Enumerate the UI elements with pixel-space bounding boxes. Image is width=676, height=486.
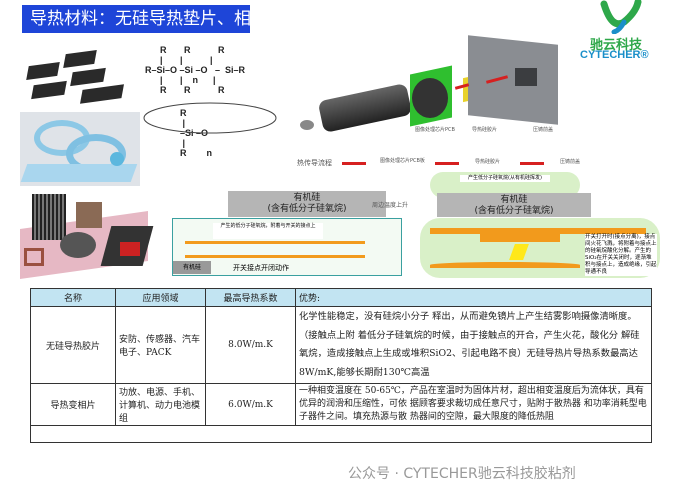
- caption: 开关接点开闭动作: [233, 264, 289, 272]
- label-pad: 导热硅胶片: [472, 127, 498, 133]
- table-header: 名称 应用领域 最高导热系数 优势:: [30, 288, 652, 307]
- flow-label: 热传导流程: [297, 159, 332, 167]
- flow-step: 导热硅胶片: [475, 159, 501, 165]
- cell-k: 8.0W/m.K: [205, 306, 296, 384]
- tag: 有机硅: [173, 261, 211, 274]
- organic-silicon-box-left: 有机硅 (含有低分子硅氧烷): [228, 191, 386, 217]
- comparison-table: 名称 应用领域 最高导热系数 优势: 无硅导热胶片 安防、传感器、汽车电子、PA…: [30, 288, 652, 443]
- header-advantage: 优势:: [295, 288, 652, 307]
- label-cover: 压铸前盖: [533, 127, 554, 133]
- middle-label: 周边温度上升: [372, 202, 409, 209]
- logo-name-cn: 驰云科技: [590, 38, 643, 53]
- table-row: 无硅导热胶片 安防、传感器、汽车电子、PACK 8.0W/m.K 化学性能稳定，…: [30, 306, 652, 384]
- logo-swirl-icon: [600, 0, 642, 34]
- note: 产生的低分子硅氧烷，附着与开关的接点上: [213, 223, 323, 239]
- cell-fields: 功放、电源、手机、计算机、动力电池模组: [115, 383, 206, 426]
- flow-step: 压铸前盖: [560, 159, 581, 165]
- ring-ellipse: [143, 102, 277, 134]
- table-row: 导热变相片 功放、电源、手机、计算机、动力电池模组 6.0W/m.K 一种相变温…: [30, 383, 652, 426]
- label-pcb: 图像处理芯片PCB: [415, 127, 455, 133]
- header-name: 名称: [30, 288, 116, 307]
- spark-diagram: 开关打开时(接点分离)，接点间火花飞溅，将附着与接点上的硅氧烷酸化分解。产生的S…: [420, 218, 660, 278]
- cell-advantage: 一种相变温度在 50-65℃，产品在室温时为固体片材，超出相变温度后为流体状，具…: [295, 383, 652, 426]
- cell-fields: 安防、传感器、汽车电子、PACK: [115, 306, 206, 384]
- cell-advantage: 化学性能稳定，没有硅烷小分子 释出，从而避免镜片上产生结雾影响摄像清晰度。（接触…: [295, 306, 652, 384]
- thermal-tape-photo: [20, 112, 140, 186]
- header-k: 最高导热系数: [205, 288, 296, 307]
- cloud-text: 产生低分子硅氧烷(从有机硅挥发): [460, 175, 550, 182]
- header-fields: 应用领域: [115, 288, 206, 307]
- box-title: 有机硅: [500, 195, 528, 205]
- siloxane-formula: R R R | | | R–Si–O –Si –O – Si–R | | n |…: [145, 45, 246, 95]
- heatsink-photo: [20, 190, 154, 279]
- box-subtitle: (含有低分子硅氧烷): [267, 204, 347, 214]
- wechat-watermark: 公众号 · CYTECHER驰云科技胶粘剂: [348, 466, 576, 482]
- cell-k: 6.0W/m.K: [205, 383, 296, 426]
- note: 开关打开时(接点分离)，接点间火花飞溅，将附着与接点上的硅氧烷酸化分解。产生的S…: [585, 234, 657, 276]
- flow-step: 图像处理芯片PCB板: [380, 158, 425, 164]
- box-subtitle: (含有低分子硅氧烷): [474, 206, 554, 216]
- cell-name: 导热变相片: [30, 383, 116, 426]
- organic-silicon-box-right: 有机硅 (含有低分子硅氧烷): [437, 193, 591, 217]
- switch-contact-diagram: 产生的低分子硅氧烷，附着与开关的接点上 有机硅 开关接点开闭动作: [172, 218, 402, 276]
- slide-title: 导热材料：无硅导热垫片、相变材料: [22, 5, 302, 33]
- logo-name-en: CYTECHER®: [580, 49, 649, 61]
- box-title: 有机硅: [293, 193, 321, 203]
- table-row-empty: [30, 425, 652, 443]
- cell-name: 无硅导热胶片: [30, 306, 116, 384]
